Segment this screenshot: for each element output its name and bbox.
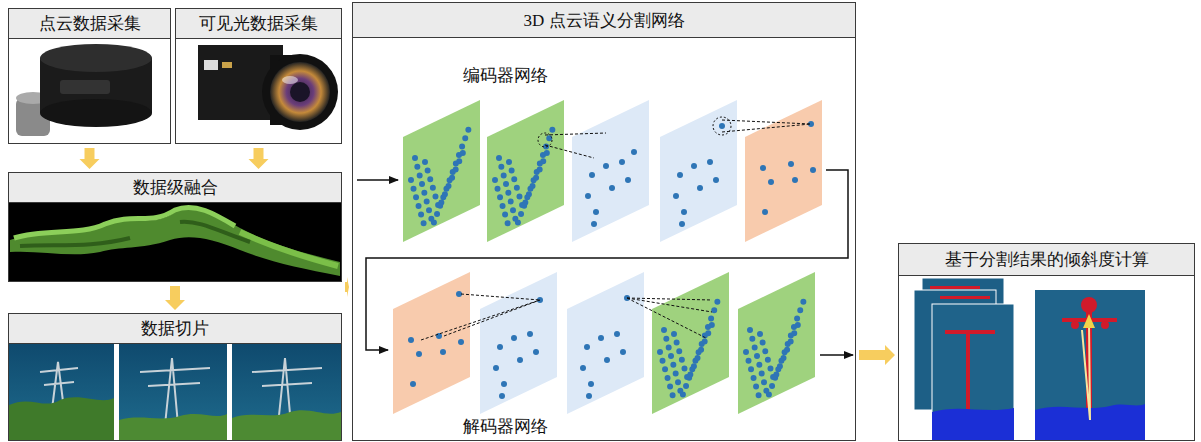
panel-header: 数据级融合 [9,173,341,203]
panel-title: 数据级融合 [133,176,218,199]
panel-box: 3D 点云语义分割网络 [352,2,856,441]
slice-images [9,344,341,440]
panel-box: 可见光数据采集 [175,8,342,144]
result-images [914,278,1145,440]
panel-title: 3D 点云语义分割网络 [523,9,684,32]
decoder-planes [393,272,815,414]
panel-title: 基于分割结果的倾斜度计算 [945,248,1149,271]
flow-arrow [165,286,185,310]
section-label: 编码器网络 [463,64,548,87]
flow-arrow [80,148,100,169]
camera-image [198,45,338,130]
panel-title: 可见光数据采集 [199,12,318,35]
section-label: 解码器网络 [463,415,548,438]
panel-header: 数据切片 [9,314,341,344]
panel-box: 点云数据采集 [8,8,171,144]
panel-box: 数据切片 [8,313,342,441]
flow-arrow [345,277,349,297]
lidar-image [16,44,152,136]
network-flow-lines [357,170,853,355]
encoder-planes [403,100,822,242]
flow-arrow [859,345,895,365]
panel-header: 3D 点云语义分割网络 [353,3,855,38]
panel-header: 基于分割结果的倾斜度计算 [899,244,1194,276]
panel-header: 可见光数据采集 [176,9,341,39]
panel-title: 数据切片 [141,317,209,340]
fusion-point-cloud [9,202,341,281]
panel-box: 数据级融合 [8,172,342,282]
panel-title: 点云数据采集 [39,12,141,35]
flow-arrow [249,148,269,169]
panel-header: 点云数据采集 [9,9,170,39]
panel-box: 基于分割结果的倾斜度计算 [898,243,1195,441]
